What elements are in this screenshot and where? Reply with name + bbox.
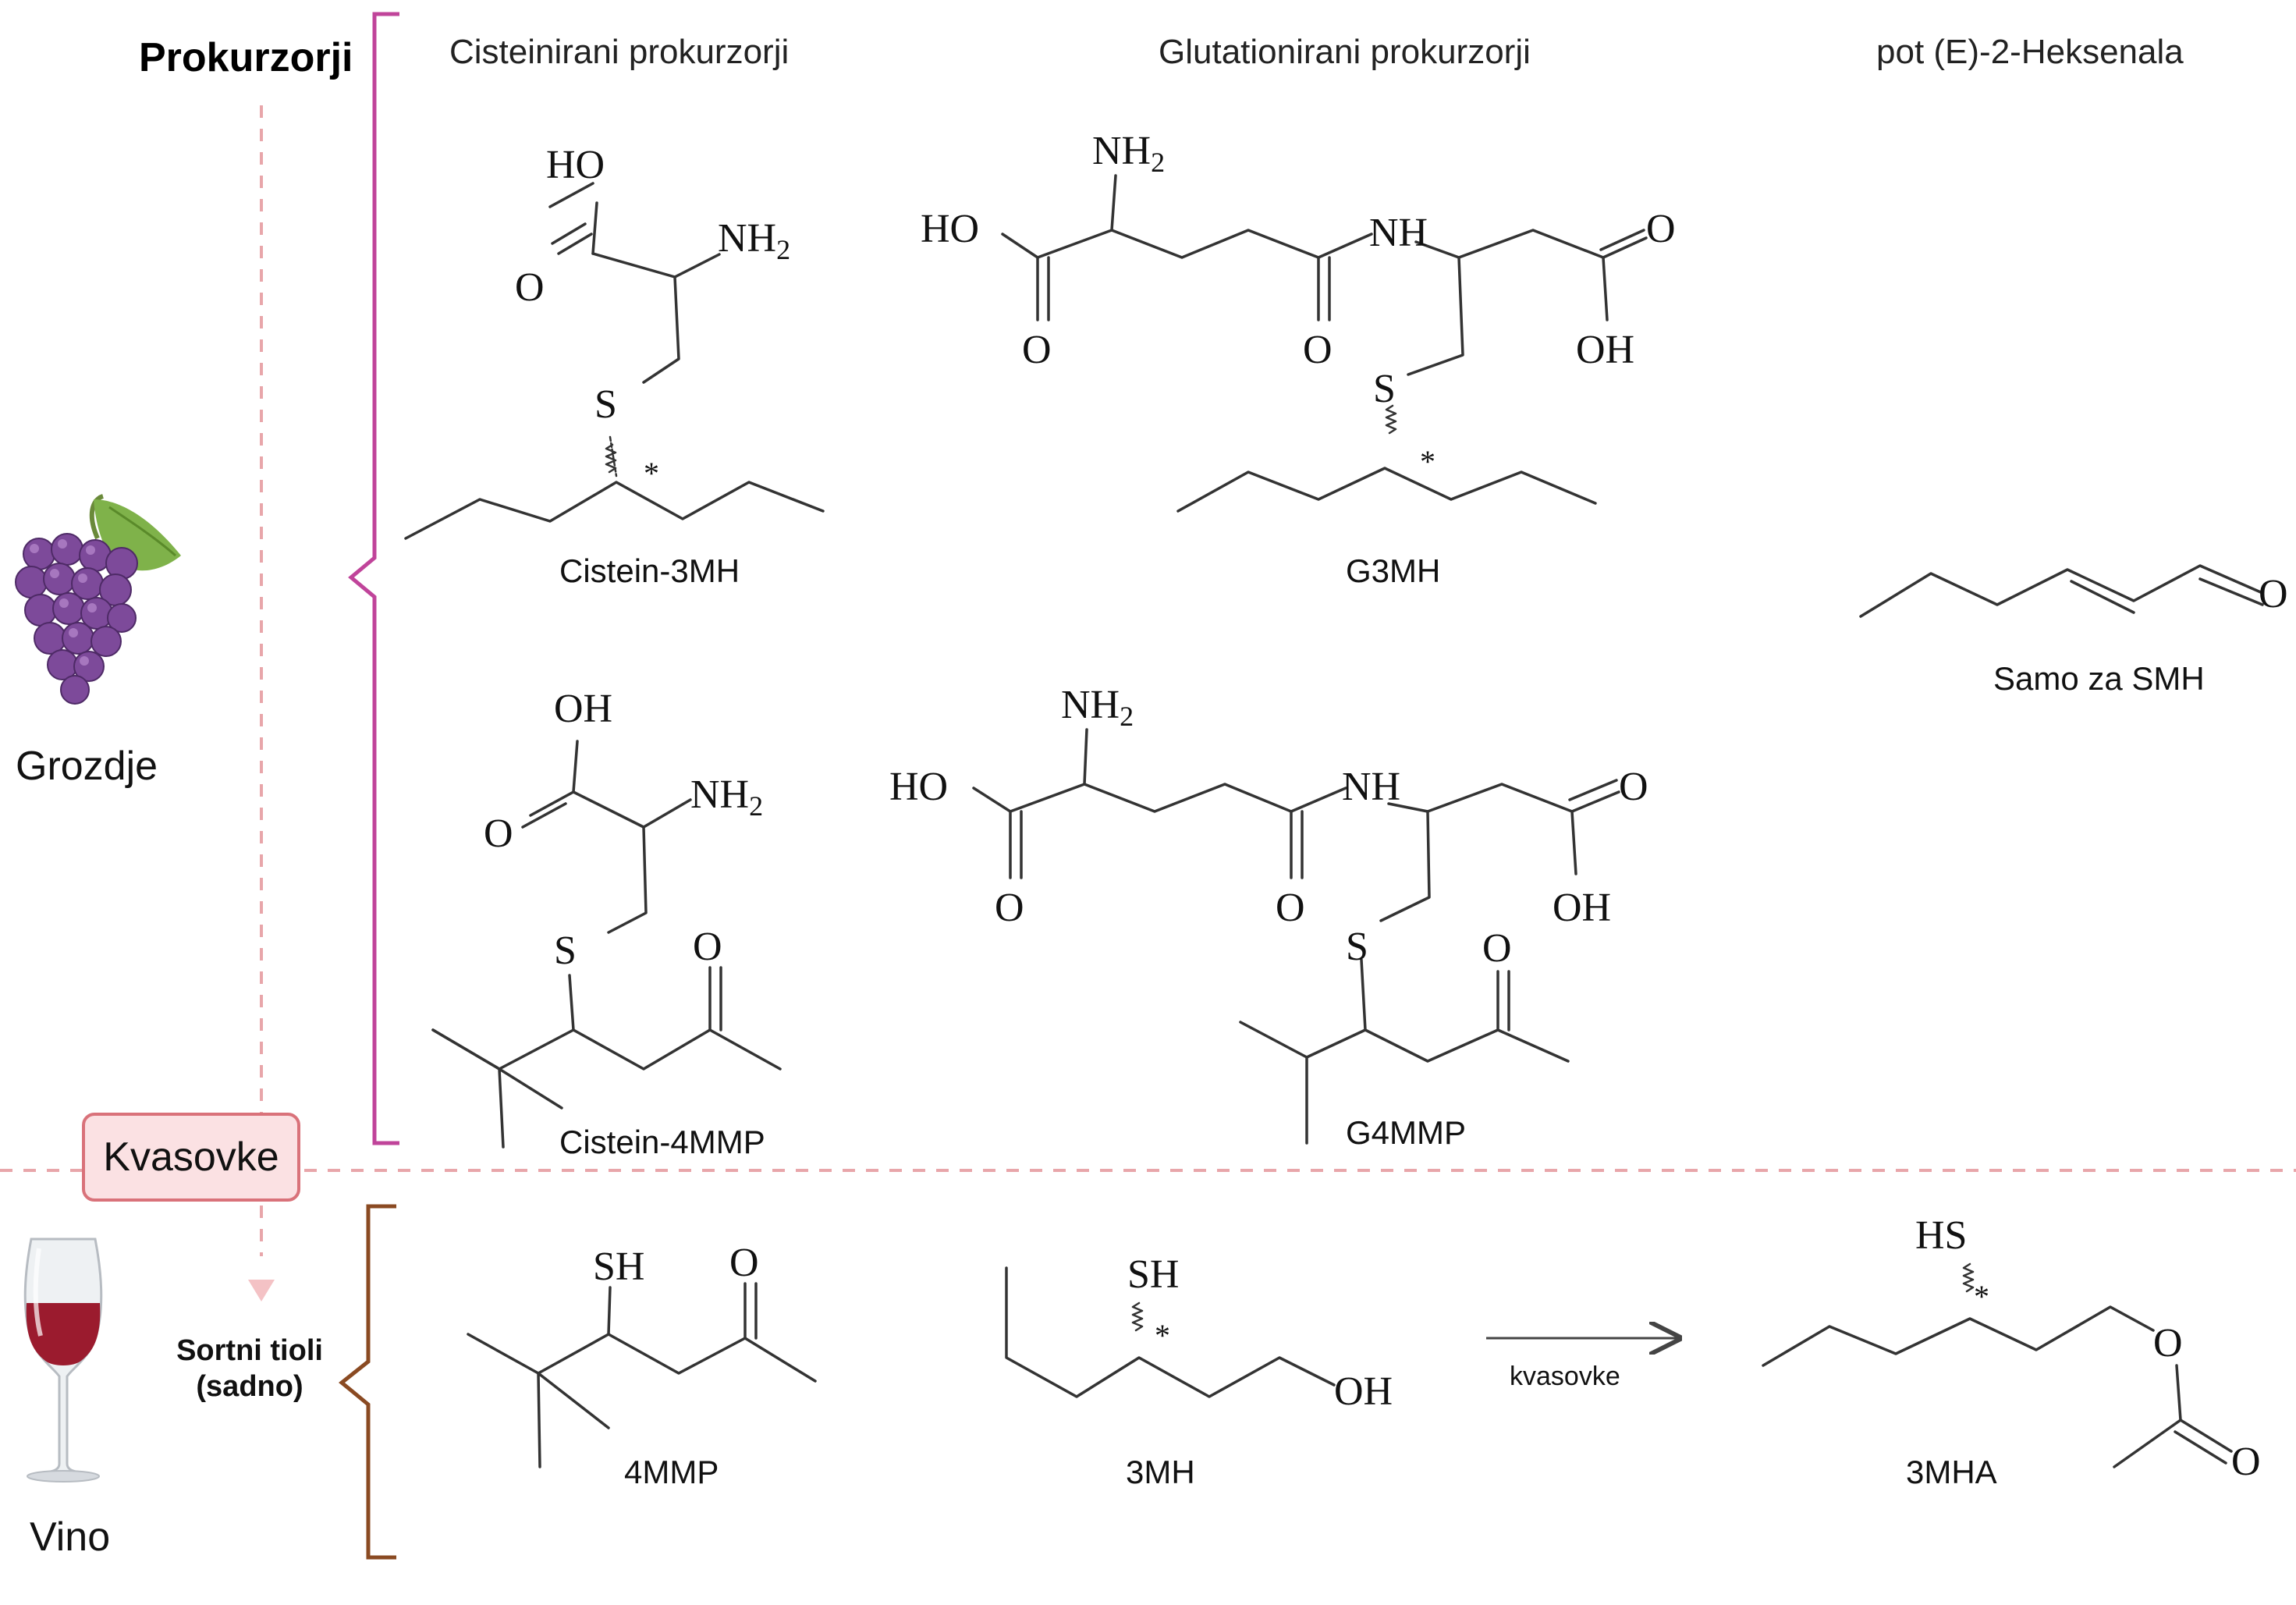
cistein-3mh-structure — [404, 182, 825, 540]
stereo-star: * — [1974, 1279, 1989, 1314]
column-header-glutathione: Glutationirani prokurzorji — [1159, 33, 1531, 71]
molecule-label-g4mmp: G4MMP — [1346, 1114, 1467, 1151]
stage-label-wine: Vino — [30, 1514, 111, 1560]
precursor-bracket — [348, 12, 399, 1145]
atom-nh2: NH2 — [1092, 129, 1165, 178]
atom-s: S — [1373, 367, 1396, 411]
atom-oh: OH — [554, 687, 612, 731]
atom-o: O — [729, 1241, 759, 1285]
atom-o: O — [1276, 886, 1305, 930]
atom-o: O — [1303, 328, 1333, 372]
atom-o: O — [693, 925, 722, 969]
atom-nh2: NH2 — [1061, 683, 1134, 732]
stereo-star: * — [644, 456, 659, 491]
atom-oh: OH — [1553, 886, 1611, 930]
atom-o: O — [2153, 1321, 2183, 1365]
atom-o: O — [995, 886, 1024, 930]
atom-hs: HS — [1915, 1213, 1967, 1258]
wine-glass-icon — [23, 1237, 103, 1482]
atom-oh: OH — [1334, 1369, 1393, 1414]
atom-oh: OH — [1576, 328, 1634, 372]
g3mh-structure — [1001, 174, 1648, 513]
atom-o: O — [1482, 926, 1512, 971]
hexenal-structure — [1859, 564, 2264, 618]
molecule-label-cistein-4mmp: Cistein-4MMP — [559, 1124, 765, 1160]
atom-nh2: NH2 — [718, 216, 790, 265]
column-header-cysteine: Cisteinirani prokurzorji — [449, 33, 790, 71]
atom-o: O — [1022, 328, 1052, 372]
atom-o: O — [2259, 572, 2288, 616]
stage-label-grape: Grozdje — [16, 744, 158, 789]
varietal-thiols-line2: (sadno) — [196, 1370, 303, 1403]
reaction-arrow-label: kvasovke — [1510, 1362, 1620, 1391]
atom-s: S — [554, 929, 577, 973]
g4mmp-structure — [972, 728, 1620, 1145]
atom-ho: HO — [546, 143, 605, 187]
cistein-4mmp-structure — [431, 740, 782, 1149]
diagram-title: Prokurzorji — [139, 35, 353, 80]
molecule-label-4mmp: 4MMP — [624, 1454, 719, 1490]
molecule-label-cistein-3mh: Cistein-3MH — [559, 552, 740, 589]
atom-s: S — [1346, 925, 1368, 969]
molecule-label-3mh: 3MH — [1126, 1454, 1195, 1490]
stereo-star: * — [1420, 444, 1435, 479]
atom-o: O — [2231, 1440, 2261, 1484]
atom-sh: SH — [593, 1245, 644, 1289]
3mha-structure — [1762, 1262, 2233, 1468]
vertical-dashed-guide — [248, 105, 275, 1301]
atom-s: S — [594, 382, 617, 427]
yeast-stage-box: Kvasovke — [82, 1113, 300, 1202]
varietal-thiols-label: Sortni tioli (sadno) — [168, 1333, 332, 1404]
atom-o: O — [1646, 207, 1676, 251]
wine-bracket — [339, 1204, 396, 1560]
atom-nh: NH — [1369, 211, 1428, 255]
atom-sh: SH — [1127, 1252, 1179, 1297]
molecule-label-g3mh: G3MH — [1346, 552, 1441, 589]
varietal-thiols-line1: Sortni tioli — [176, 1334, 323, 1367]
atom-ho: HO — [889, 765, 948, 809]
atom-nh: NH — [1342, 765, 1400, 809]
atom-o: O — [484, 811, 513, 856]
atom-nh2: NH2 — [690, 772, 763, 822]
grape-icon — [15, 494, 181, 705]
4mmp-structure — [467, 1282, 817, 1468]
stage-label-yeast: Kvasovke — [103, 1135, 279, 1180]
atom-o: O — [1619, 765, 1648, 809]
atom-o: O — [515, 265, 545, 310]
molecule-label-hexenal: Samo za SMH — [1993, 660, 2205, 697]
atom-ho: HO — [921, 207, 979, 251]
3mh-structure — [1005, 1266, 1336, 1398]
stereo-star: * — [1155, 1318, 1170, 1353]
column-header-hexenal: pot (E)-2-Heksenala — [1876, 33, 2184, 71]
molecule-label-3mha: 3MHA — [1906, 1454, 1997, 1490]
